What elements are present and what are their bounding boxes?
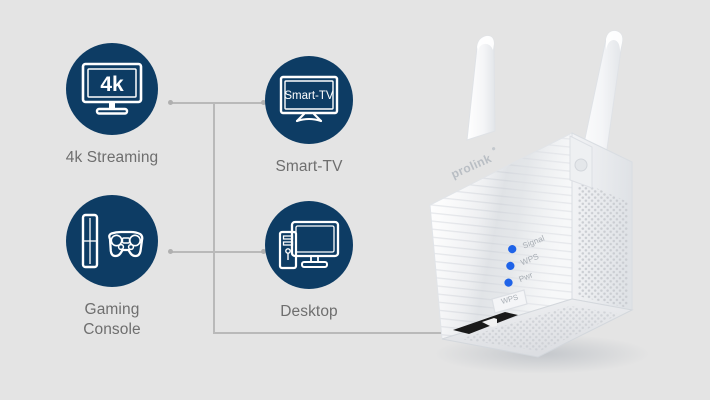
signal-led	[508, 245, 517, 254]
connector-to-device	[213, 332, 456, 334]
gaming-console-circle	[66, 195, 158, 287]
antenna-left	[466, 35, 496, 141]
connector-dot-left-bottom	[168, 249, 173, 254]
node-label-streaming-4k: 4k Streaming	[65, 149, 159, 166]
wifi-range-extender-device: prolink Signal WPS Pwr WPS	[420, 10, 710, 390]
connector-dot-right-top	[261, 100, 266, 105]
power-led	[504, 278, 513, 287]
connector-bottom-horizontal	[171, 251, 264, 253]
streaming-4k-circle: 4k	[66, 43, 158, 135]
desktop-computer-icon	[278, 220, 340, 270]
connector-dot-right-bottom	[261, 249, 266, 254]
device-front-face	[429, 132, 573, 340]
node-desktop[interactable]: Desktop	[239, 201, 379, 322]
node-streaming-4k[interactable]: 4k 4k Streaming	[42, 43, 182, 168]
node-label-gaming-console: Gaming Console	[83, 301, 141, 338]
device-bottom-face	[441, 298, 634, 358]
antenna-hinge	[569, 135, 593, 189]
wps-button[interactable]: WPS	[491, 289, 528, 314]
smart-tv-circle: Smart-TV	[265, 56, 353, 144]
gaming-console-icon	[81, 213, 144, 269]
connector-dot-left-top	[168, 100, 173, 105]
node-smart-tv[interactable]: Smart-TV Smart-TV	[239, 56, 379, 177]
tv-4k-icon: 4k	[81, 62, 143, 115]
node-label-desktop: Desktop	[280, 303, 338, 320]
node-gaming-console[interactable]: Gaming Console	[42, 195, 182, 340]
wps-led	[506, 261, 515, 270]
connector-vertical-bus	[213, 102, 215, 334]
node-label-smart-tv: Smart-TV	[275, 158, 343, 175]
ethernet-port[interactable]	[453, 312, 518, 334]
tv-4k-screen-text: 4k	[100, 73, 124, 96]
smart-tv-screen-text: Smart-TV	[284, 90, 334, 102]
desktop-circle	[265, 201, 353, 289]
smart-tv-icon: Smart-TV	[279, 75, 339, 123]
connector-top-horizontal	[171, 102, 264, 104]
